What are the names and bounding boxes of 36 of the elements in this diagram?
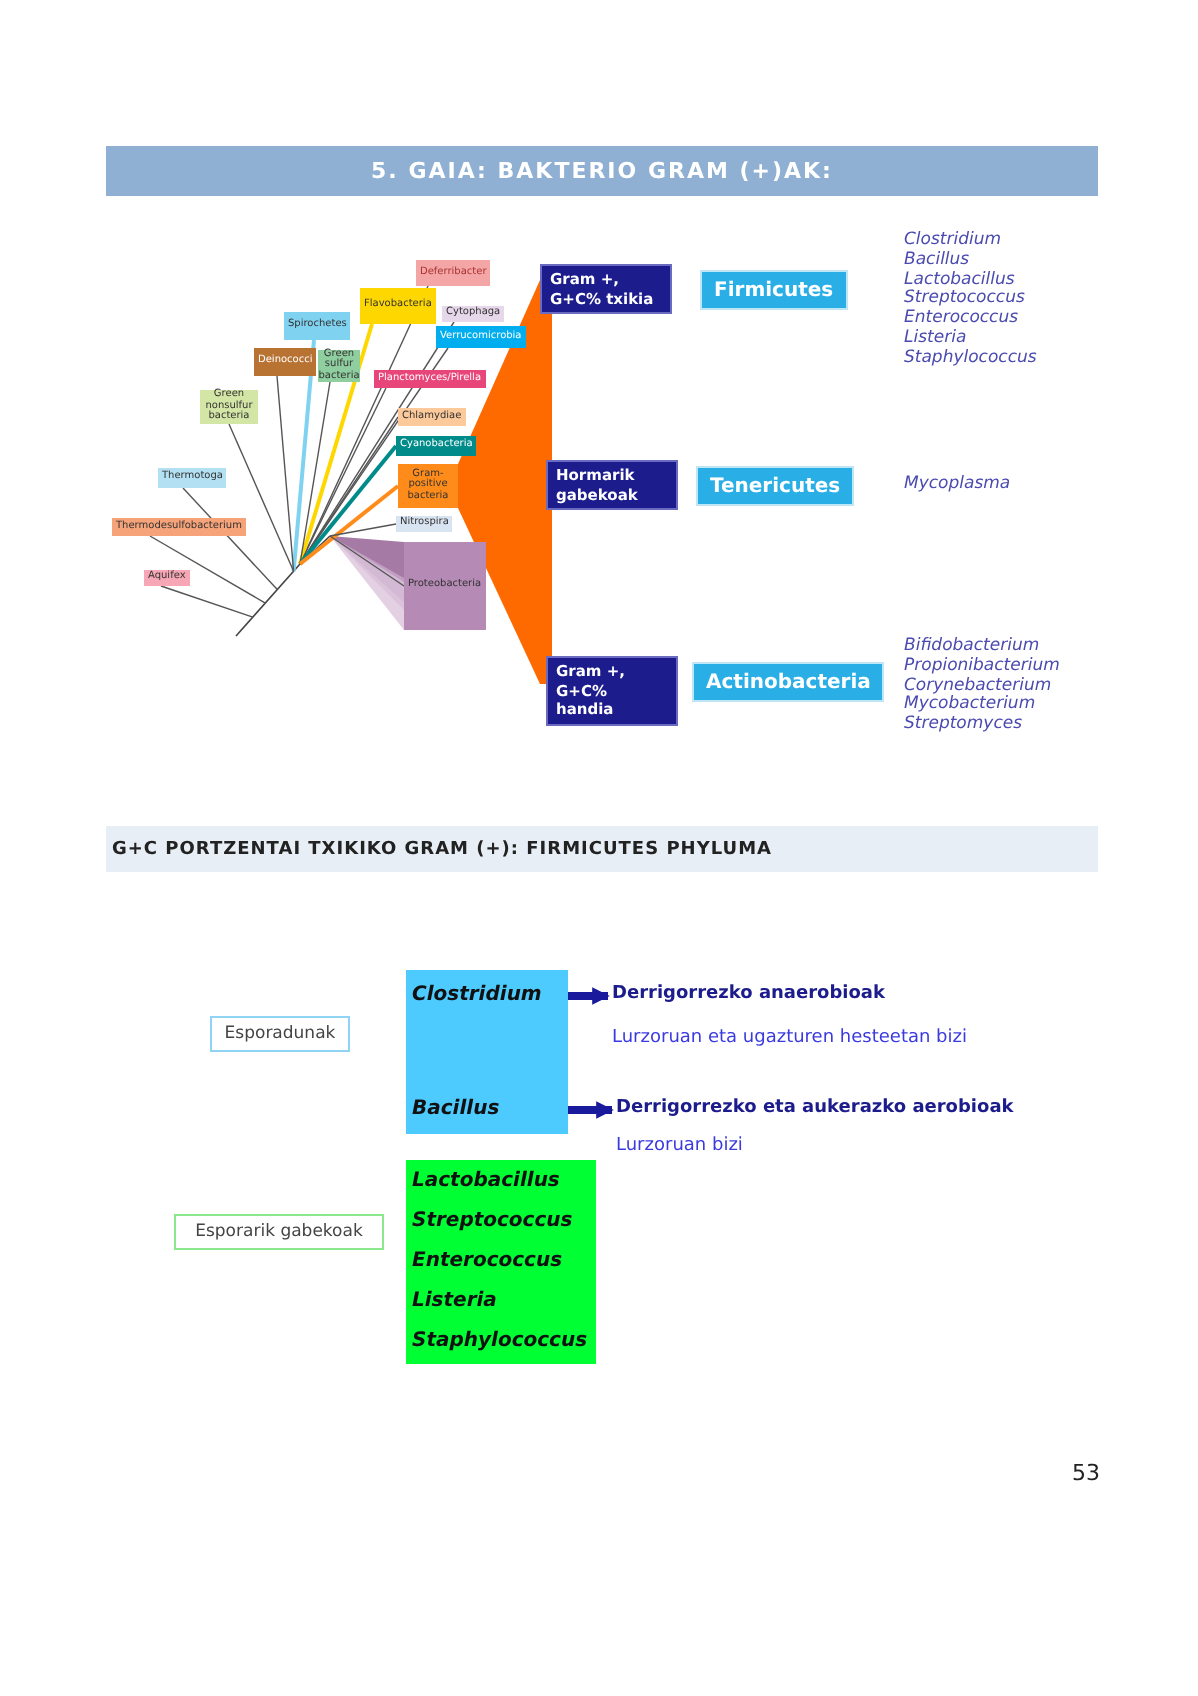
genus-name: Lactobacillus [412,1170,560,1192]
genus-name: Propionibacterium [904,657,1060,677]
heading-bar: 5. GAIA: BAKTERIO GRAM (+)AK: [106,146,1098,196]
arrow [568,1101,614,1119]
trait-text: Derrigorrezko eta aukerazko aerobioak [616,1098,1014,1122]
genus-name: Listeria [412,1290,497,1312]
note-text: Lurzoruan bizi [616,1136,743,1156]
genus-name: Streptococcus [412,1210,573,1232]
genus-name: Corynebacterium [904,677,1052,696]
genus-name: Streptomyces [904,716,1023,736]
genus-name: Bifidobacterium [904,638,1040,657]
genus-name: Clostridium [412,984,542,1006]
genus-box [406,970,568,1134]
category-box: Esporadunak [210,1016,350,1052]
genus-name: Clostridium [904,232,1002,251]
genus-name: Staphylococcus [412,1330,588,1352]
phylum-box: Firmicutes [700,270,848,310]
genus-name: Mycoplasma [904,476,1011,496]
genus-name: Bacillus [412,1098,500,1120]
page-number: 53 [1070,1460,1100,1490]
genus-name: Staphylococcus [904,349,1037,370]
trait-text: Derrigorrezko anaerobioak [612,984,885,1008]
genus-name: Enterococcus [904,310,1019,329]
note-text: Lurzoruan eta ugazturen hesteetan bizi [612,1028,967,1048]
genus-name: Streptococcus [904,290,1025,309]
genus-name: Mycobacterium [904,696,1036,715]
arrow [568,987,610,1005]
category-box: Esporarik gabekoak [174,1214,384,1250]
genus-box [406,1160,596,1364]
genus-name: Lactobacillus [904,271,1015,290]
genus-name: Listeria [904,330,967,349]
genus-name: Bacillus [904,251,970,271]
genus-name: Enterococcus [412,1250,563,1272]
phylum-box: Tenericutes [696,466,855,506]
section-heading: G+C PORTZENTAI TXIKIKO GRAM (+): FIRMICUTES PHYLUMA [106,826,1098,872]
phylum-box: Actinobacteria [692,662,885,702]
